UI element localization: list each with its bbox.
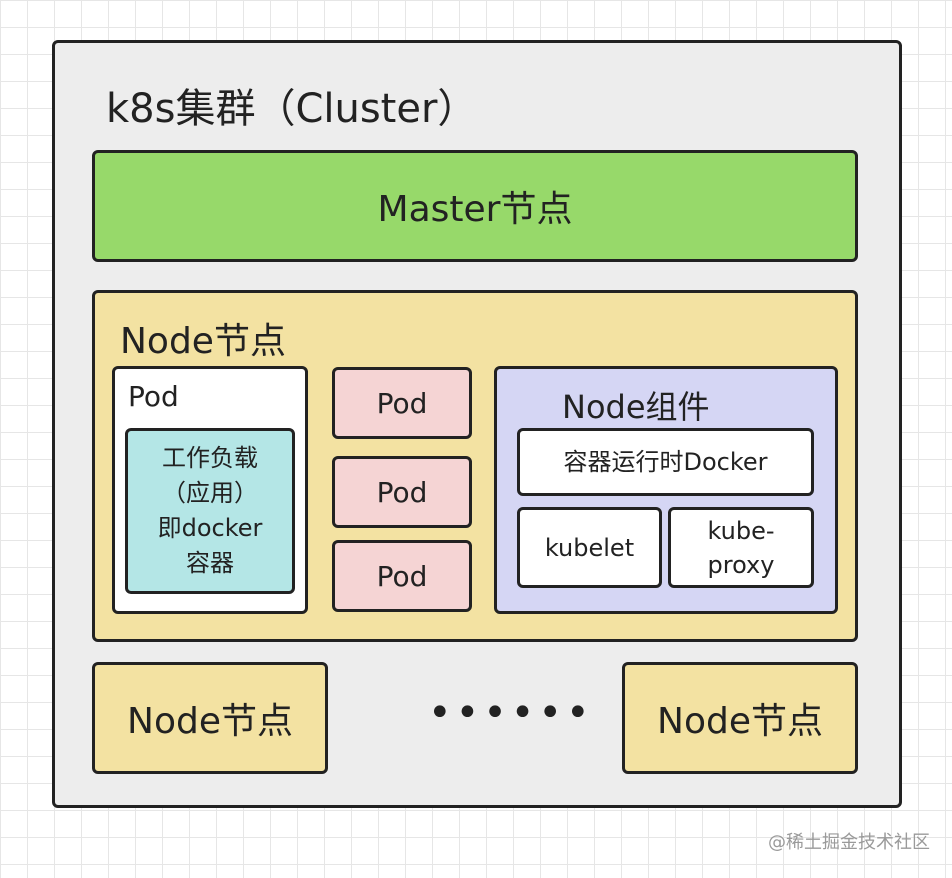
- kube-proxy-line: proxy: [707, 550, 775, 579]
- pod-box: Pod: [332, 456, 472, 528]
- pod-box: Pod: [332, 367, 472, 439]
- node-main-title: Node节点: [120, 321, 286, 362]
- ellipsis: ••••••: [428, 690, 594, 736]
- kube-proxy-box: kube- proxy: [668, 507, 814, 588]
- kubelet-box: kubelet: [517, 507, 662, 588]
- watermark: @稀土掘金技术社区: [768, 832, 930, 853]
- workload-line: 即docker: [157, 514, 263, 542]
- workload-line: （应用）: [162, 479, 258, 507]
- workload-line: 容器: [186, 549, 234, 577]
- master-node: Master节点: [92, 150, 858, 262]
- kube-proxy-line: kube-: [707, 516, 775, 545]
- node-box-left: Node节点: [92, 662, 328, 774]
- cluster-title: k8s集群（Cluster）: [106, 86, 478, 132]
- container-runtime-box: 容器运行时Docker: [517, 428, 814, 496]
- workload-box: 工作负载 （应用） 即docker 容器: [125, 428, 295, 594]
- pod-box: Pod: [332, 540, 472, 612]
- node-components-title: Node组件: [562, 388, 710, 426]
- pod-main-label: Pod: [128, 380, 179, 413]
- node-box-right: Node节点: [622, 662, 858, 774]
- workload-line: 工作负载: [162, 444, 258, 472]
